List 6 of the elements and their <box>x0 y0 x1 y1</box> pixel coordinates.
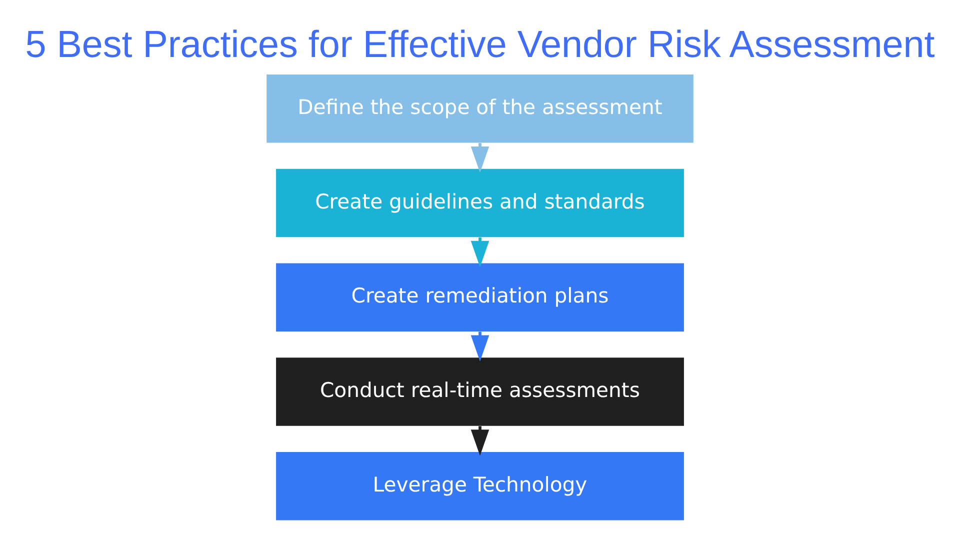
node-box: Define the scope of the assessment <box>266 74 694 142</box>
node-box: Leverage Technology <box>276 451 684 520</box>
node-box: Create remediation plans <box>276 262 684 331</box>
node-box: Conduct real-time assessments <box>276 357 684 426</box>
node-box: Create guidelines and standards <box>276 168 684 237</box>
diagram-title: 5 Best Practices for Effective Vendor Risk Assessment <box>25 22 935 64</box>
